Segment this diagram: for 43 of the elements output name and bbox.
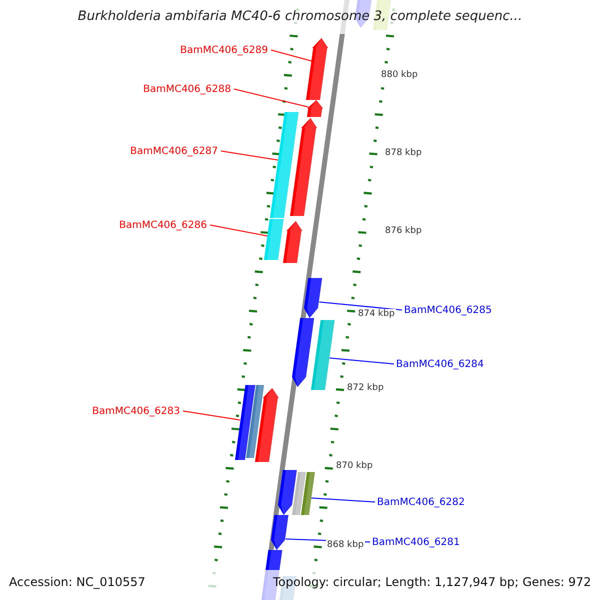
gene-label: BamMC406_6287 bbox=[130, 146, 218, 156]
leader-line bbox=[270, 50, 312, 62]
gene-label: BamMC406_6289 bbox=[180, 44, 268, 56]
gene-label: BamMC406_6285 bbox=[404, 304, 492, 316]
gene-block bbox=[246, 385, 264, 458]
gene-block bbox=[292, 318, 314, 387]
gene-block bbox=[306, 38, 328, 100]
title: Burkholderia ambifaria MC40-6 chromosome 3, complete sequenc... bbox=[76, 9, 524, 24]
gene-label: BamMC406_6284 bbox=[396, 358, 484, 370]
leader-line bbox=[329, 358, 394, 364]
accession-text: Accession: NC_010557 bbox=[9, 575, 146, 589]
leader-line bbox=[220, 150, 278, 160]
leader-line bbox=[310, 498, 376, 502]
gene-block bbox=[255, 388, 280, 462]
leader-line bbox=[234, 88, 309, 108]
scale-label: 876 kbp bbox=[384, 226, 423, 236]
leader-line bbox=[182, 410, 241, 420]
leader-line bbox=[318, 302, 402, 310]
gene-label: BamMC406_6283 bbox=[92, 406, 180, 416]
scale-label: 880 kbp bbox=[380, 70, 419, 80]
genome-info-text: Topology: circular; Length: 1,127,947 bp; Genes: 972 bbox=[273, 575, 592, 589]
gene-label: BamMC406_6281 bbox=[372, 536, 460, 548]
scale-label: 878 kbp bbox=[384, 148, 423, 158]
gene-label: BamMC406_6286 bbox=[119, 220, 207, 230]
gene-block bbox=[270, 112, 299, 218]
scale-label: 870 kbp bbox=[335, 461, 374, 471]
gene-block bbox=[282, 221, 302, 263]
gene-block bbox=[292, 472, 306, 515]
gene-label: BamMC406_6282 bbox=[377, 496, 465, 508]
gene-block bbox=[300, 472, 315, 515]
leader-line bbox=[210, 224, 268, 236]
gene-block bbox=[290, 118, 318, 216]
gene-block bbox=[264, 219, 284, 260]
scale-label: 872 kbp bbox=[346, 383, 385, 393]
gene-block bbox=[306, 100, 324, 117]
gene-block bbox=[311, 320, 335, 390]
scale-label: 868 kbp bbox=[326, 540, 365, 550]
gene-block bbox=[234, 385, 255, 460]
gene-label: BamMC406_6288 bbox=[143, 84, 231, 94]
gene-block bbox=[278, 470, 298, 515]
gene-block bbox=[271, 515, 289, 550]
gene-block bbox=[304, 278, 323, 318]
scale-label: 874 kbp bbox=[357, 309, 396, 319]
